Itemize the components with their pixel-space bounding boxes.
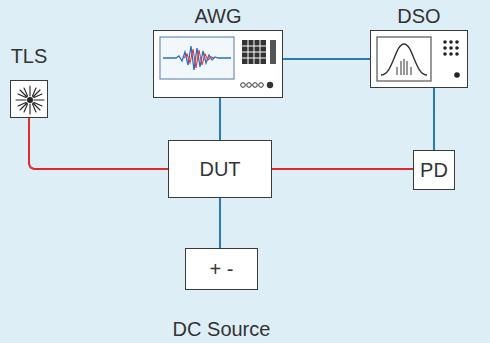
- electrical-cable: [433, 88, 435, 150]
- box-label: + -: [210, 258, 234, 280]
- instrument-box: DSO: [370, 30, 468, 88]
- detector-box: PD: [413, 150, 455, 190]
- electrical-cable: [219, 98, 221, 140]
- instrument-icon: [377, 37, 460, 81]
- instrument-icon: [11, 81, 49, 119]
- electrical-cable: [283, 58, 370, 60]
- instrument-icon: [160, 37, 276, 88]
- instrument-icon: [16, 86, 44, 114]
- device-name: DSO: [397, 5, 440, 27]
- device-name: DC Source: [173, 318, 271, 340]
- instrument-box: AWG: [153, 30, 283, 98]
- instrument-icon: [371, 31, 469, 89]
- box-label: PD: [420, 159, 448, 181]
- optical-fiber: [29, 118, 168, 169]
- device-box: DUT: [168, 140, 272, 198]
- device-name: TLS: [11, 45, 48, 67]
- source-box: + -DC Source: [185, 248, 258, 290]
- optical-fiber: [272, 168, 413, 170]
- device-name: AWG: [194, 5, 241, 27]
- box-label: DUT: [199, 158, 240, 180]
- laser-source: TLS: [10, 80, 48, 118]
- instrument-icon: [154, 31, 284, 99]
- electrical-cable: [219, 198, 221, 248]
